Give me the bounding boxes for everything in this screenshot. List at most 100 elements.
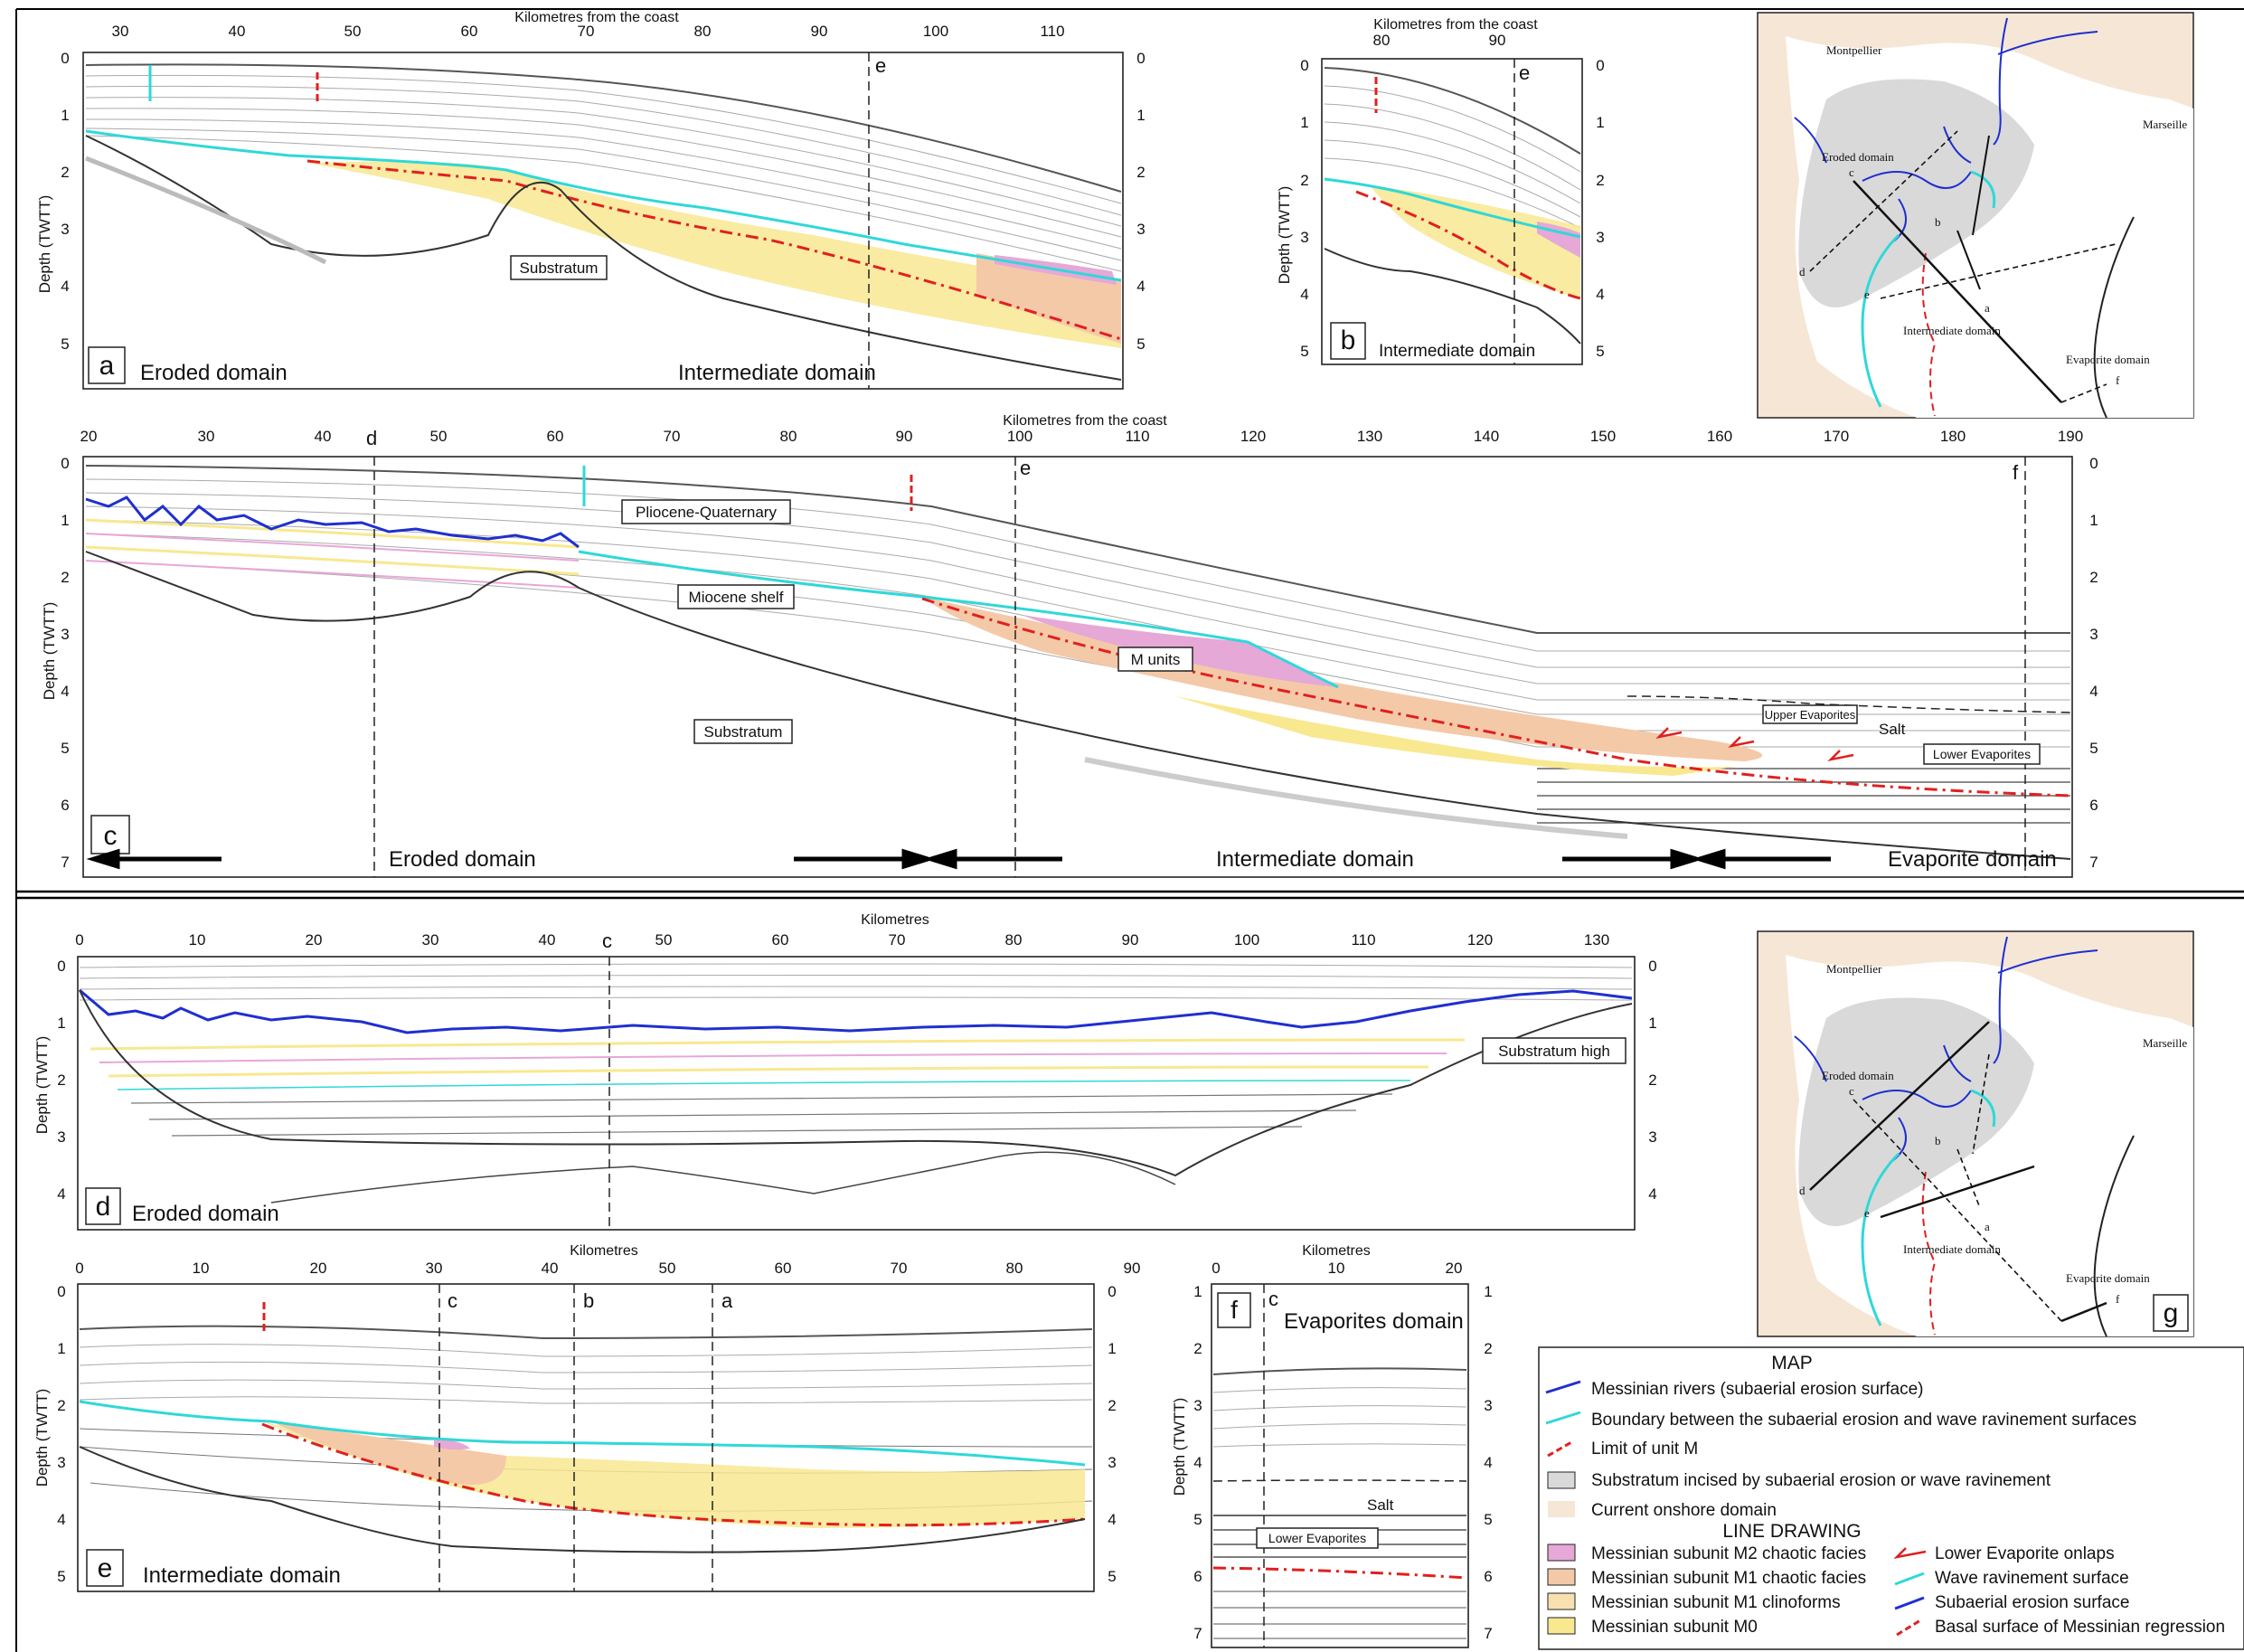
panel-a-x-tick: 80 [694,23,712,40]
panel-d-x-tick: 30 [422,931,439,949]
panel-e: Kilometres 0 10 20 30 40 50 60 70 80 90 … [33,1243,1140,1592]
panel-e-depth-tick: 0 [57,1283,65,1300]
panel-a-domain-left: Eroded domain [140,361,288,385]
panel-c-substratum-shade [1084,757,1628,839]
panel-e-basal-surface [261,1422,1086,1527]
map-bottom-label-d: d [1799,1184,1806,1197]
panel-a-substratum-box [510,255,608,280]
map-top-boundary-east [1970,170,1996,209]
legend-line-item: Subaerial erosion surface [1935,1593,2129,1612]
panel-b-depth-tick: 2 [1596,172,1604,189]
panel-c-x-tick: 40 [315,428,332,445]
panel-e-marker-a: a [721,1289,733,1312]
map-top-city-right: Marseille [2143,118,2187,131]
legend-line-item: Basal surface of Messinian regression [1935,1618,2225,1637]
map-top: Montpellier Marseille Eroded domain Inte… [1757,12,2194,419]
panel-d-x-ticks: 0 10 20 30 40 50 60 70 80 90 100 110 120… [75,931,1609,949]
panel-a-x-tick: 90 [811,23,828,40]
map-bottom-boundary [1861,1152,1900,1326]
panel-e-depth-ticks-right: 0 1 2 3 4 5 [1108,1283,1116,1585]
map-bottom-line-d [1809,1021,1990,1191]
legend-wave-swatch [1894,1572,1925,1586]
panel-b-x-tick: 90 [1489,32,1506,49]
panel-f-marker-c: c [1268,1288,1278,1310]
panel-c-x-tick: 110 [1125,428,1149,445]
panel-c-basal-surface [921,597,2071,798]
panel-e-x-tick: 50 [659,1260,676,1277]
panel-f-depth-ticks-left: 1 2 3 4 5 6 7 [1193,1283,1202,1642]
panel-f-x-title: Kilometres [1302,1243,1371,1259]
panel-c-marker-d: d [366,427,377,449]
panel-a-letter-box [88,346,126,384]
panel-f-depth-tick: 2 [1193,1340,1202,1357]
legend-fill-item: Messinian subunit M2 chaotic facies [1591,1544,1866,1563]
panel-f-frame [1211,1283,1469,1648]
legend-map-item: Messinian rivers (subaerial erosion surf… [1591,1380,1923,1399]
panel-b-wave-ravinement [1324,177,1581,239]
panel-b-depth-tick: 0 [1596,57,1604,74]
panel-e-x-tick: 10 [193,1260,210,1277]
panel-c-onlaps [1655,727,1854,762]
panel-d-frame [77,956,1636,1231]
panel-f-depth-tick: 7 [1484,1625,1492,1642]
map-top-label-b: b [1935,215,1941,229]
panel-d-x-tick: 10 [189,931,206,949]
panel-d-subaerial-erosion [79,988,1633,1034]
legend-map-item: Boundary between the subaerial erosion a… [1591,1411,2136,1430]
map-bottom-label-a: a [1985,1220,1990,1233]
panel-e-x-ticks: 0 10 20 30 40 50 60 70 80 90 [75,1260,1140,1277]
panel-e-depth-tick: 4 [57,1511,65,1528]
map-top-line-f [2060,383,2107,403]
map-bottom-city-right: Marseille [2143,1036,2187,1050]
panel-a-x-tick: 60 [461,23,478,40]
panel-a-depth-label: Depth (TWTT) [36,195,53,294]
panel-c-wave-ravinement [578,550,1339,689]
legend-fill-item: Messinian subunit M1 chaotic facies [1591,1569,1866,1588]
panel-e-x-tick: 60 [775,1260,792,1277]
map-bottom-domain-eroded: Eroded domain [1822,1069,1894,1082]
panel-f-depth-tick: 5 [1484,1511,1492,1528]
panel-e-x-tick: 30 [426,1260,443,1277]
panel-d-depth-ticks-right: 0 1 2 3 4 [1648,958,1656,1203]
map-bottom-line-c [1853,1099,2062,1322]
panel-e-depth-tick: 4 [1108,1511,1116,1528]
panel-d-marker-c: c [602,930,612,952]
map-top-label-e: e [1864,288,1870,301]
panel-d-x-tick: 100 [1234,931,1259,949]
map-top-line-b [1956,230,1981,290]
panel-c-marker-e: e [1020,457,1031,479]
panel-c-arrows [86,848,1831,870]
map-bottom-city-left: Montpellier [1826,962,1882,976]
panel-f-letter-box [1217,1292,1251,1328]
panel-e-depth-label: Depth (TWTT) [33,1389,51,1487]
legend-m-limit-swatch [1547,1440,1574,1458]
panel-d-substratum-line [79,989,1633,1177]
legend-map-item: Current onshore domain [1591,1501,1777,1520]
panel-a-letter: a [99,351,115,381]
panel-e-substratum-line [79,1446,1086,1553]
map-bottom-line-a [1972,1053,1990,1155]
panel-e-x-tick: 90 [1124,1260,1141,1277]
panel-c-x-tick: 50 [430,428,448,445]
panel-e-depth-tick: 1 [57,1340,65,1357]
panel-c-lower-evap-label: Lower Evaporites [1933,747,2031,761]
panel-a-frame [82,52,1124,390]
panel-e-m0-fill [262,1421,1085,1528]
panel-e-x-title: Kilometres [570,1243,638,1259]
panel-c-upper-evap-box [1762,704,1858,724]
panel-d-reflectors [79,963,1633,1137]
legend-m1-clinoforms-swatch [1547,1592,1576,1610]
legend-subaerial-swatch [1894,1596,1925,1610]
panel-b-marker-e: e [1519,61,1530,84]
map-top-label-c: c [1849,165,1854,179]
map-bottom-domain-intermediate: Intermediate domain [1903,1242,2001,1256]
panel-b-x-tick: 80 [1373,32,1391,49]
map-bottom-rivers [1794,936,2098,1164]
panel-c-pq-label: Pliocene-Quaternary [636,504,777,521]
panel-d-letter: d [96,1192,111,1222]
legend-onshore-swatch [1548,1501,1575,1517]
panel-c-m0-fill [1175,696,1736,776]
panel-a-x-tick: 30 [112,23,129,40]
map-top-line-d [1809,130,1958,272]
panel-d-x-tick: 120 [1467,931,1493,949]
